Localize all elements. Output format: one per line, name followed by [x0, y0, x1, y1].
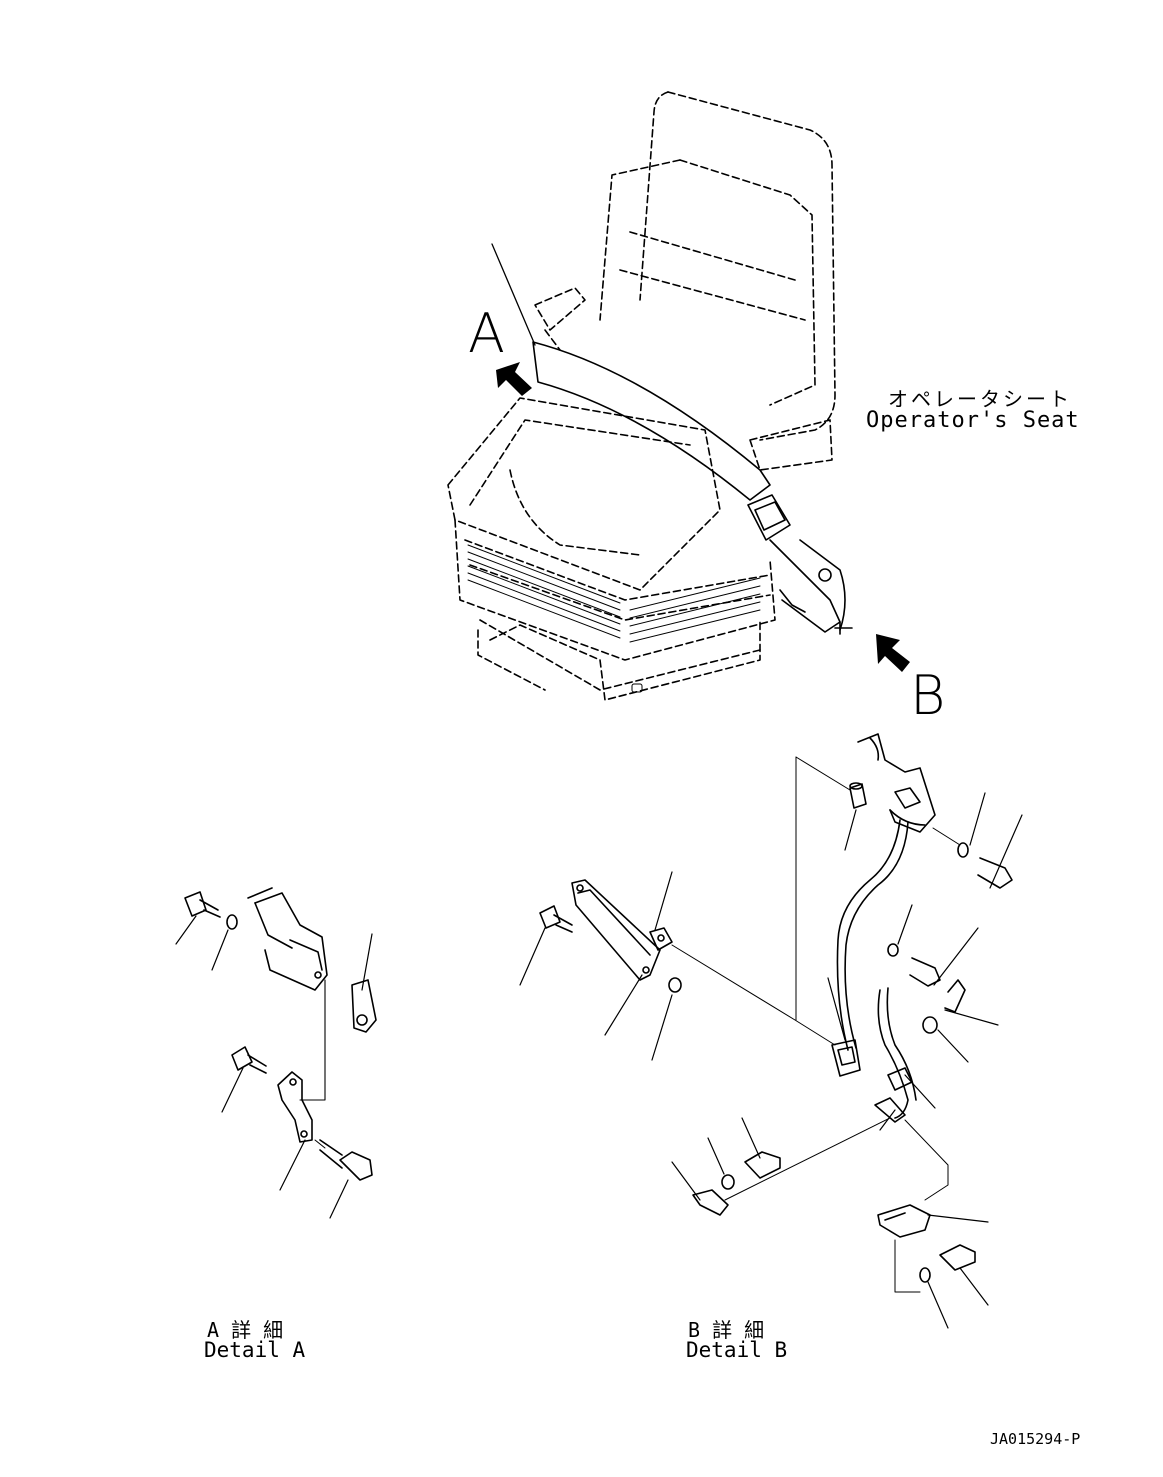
seat-label-japanese: オペレータシート — [888, 387, 1072, 411]
drawing-number: JA015294-P — [990, 1430, 1081, 1448]
detail-a-drawing — [175, 887, 377, 1219]
detail-b-title-english: Detail B — [686, 1338, 788, 1362]
detail-b-drawing — [519, 733, 1023, 1329]
detail-a-title-english: Detail A — [204, 1338, 306, 1362]
arrow-b-icon — [876, 634, 910, 672]
detail-a-title-japanese: A 詳 細 — [207, 1318, 284, 1342]
seat-suspension-hatching — [467, 544, 761, 693]
seat-belt — [491, 243, 853, 635]
seat-label-english: Operator's Seat — [866, 408, 1080, 433]
detail-b-title-japanese: B 詳 細 — [688, 1318, 765, 1342]
operator-seat — [447, 91, 836, 701]
callout-b: B — [910, 664, 946, 727]
callout-a: A — [468, 302, 505, 365]
arrow-a-icon — [496, 362, 532, 396]
